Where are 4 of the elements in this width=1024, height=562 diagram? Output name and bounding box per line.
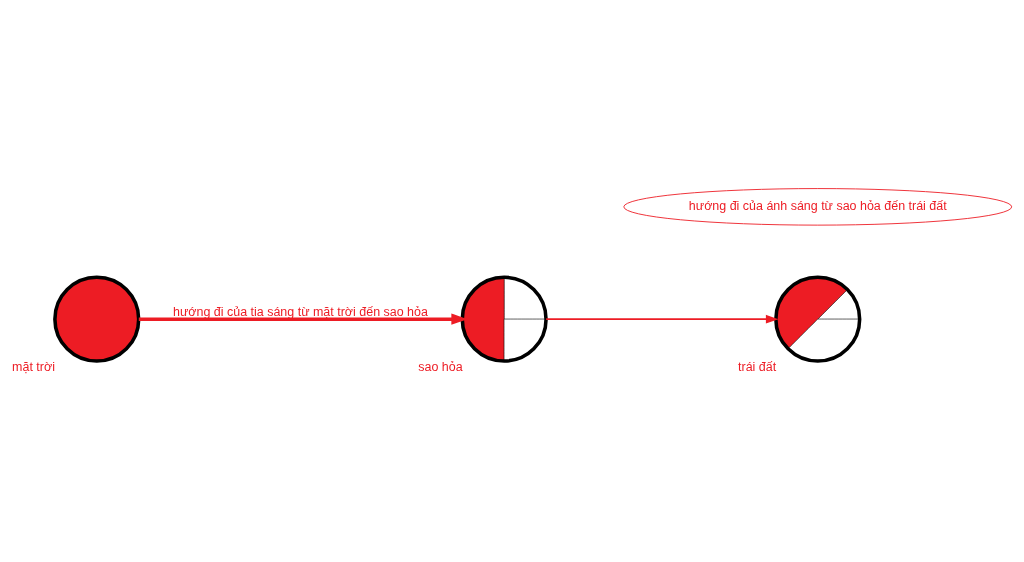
edge-label: hướng đi của tia sáng từ mặt trời đến sao hỏa [173,304,428,319]
node-label: mặt trời [12,359,55,374]
node-label: trái đất [738,359,777,374]
node-label: sao hỏa [418,359,463,374]
